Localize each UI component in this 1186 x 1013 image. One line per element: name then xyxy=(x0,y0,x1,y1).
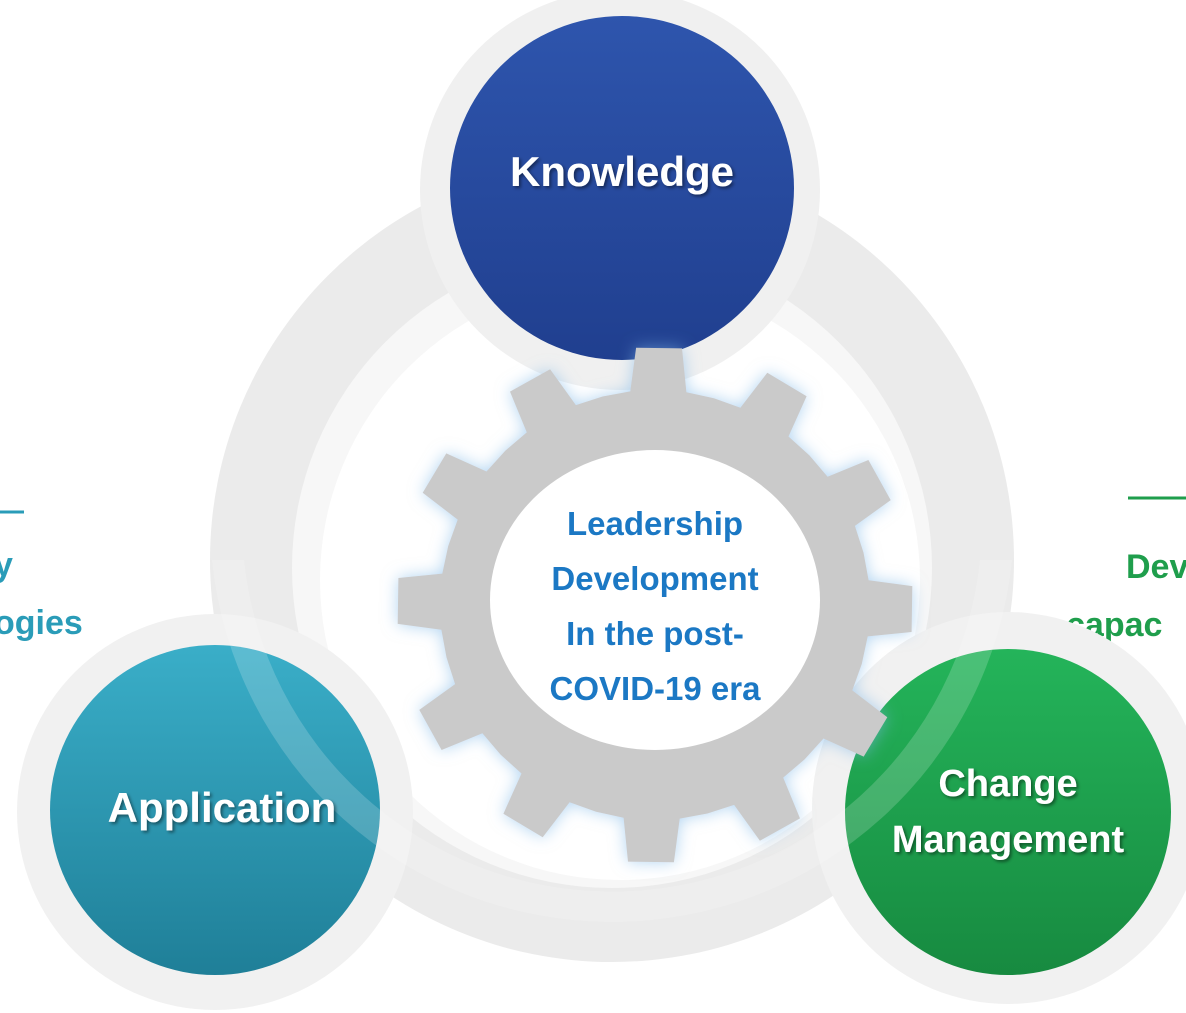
center-line-3: In the post- xyxy=(566,615,744,652)
center-line-4: COVID-19 era xyxy=(550,670,762,707)
application-circle xyxy=(50,645,380,975)
gear-center-disc xyxy=(490,450,820,750)
knowledge-circle xyxy=(450,16,794,360)
change-management-circle xyxy=(845,649,1171,975)
right-side-text-1: Dev xyxy=(1126,548,1186,586)
knowledge-label: Knowledge xyxy=(510,148,734,195)
change-label-line-2: Management xyxy=(892,819,1125,861)
change-label-line-1: Change xyxy=(938,763,1077,805)
left-side-text-2: ogies xyxy=(0,604,83,642)
application-label: Application xyxy=(108,784,337,831)
left-side-text-1: y xyxy=(0,546,13,584)
center-line-1: Leadership xyxy=(567,505,743,542)
center-line-2: Development xyxy=(551,560,758,597)
